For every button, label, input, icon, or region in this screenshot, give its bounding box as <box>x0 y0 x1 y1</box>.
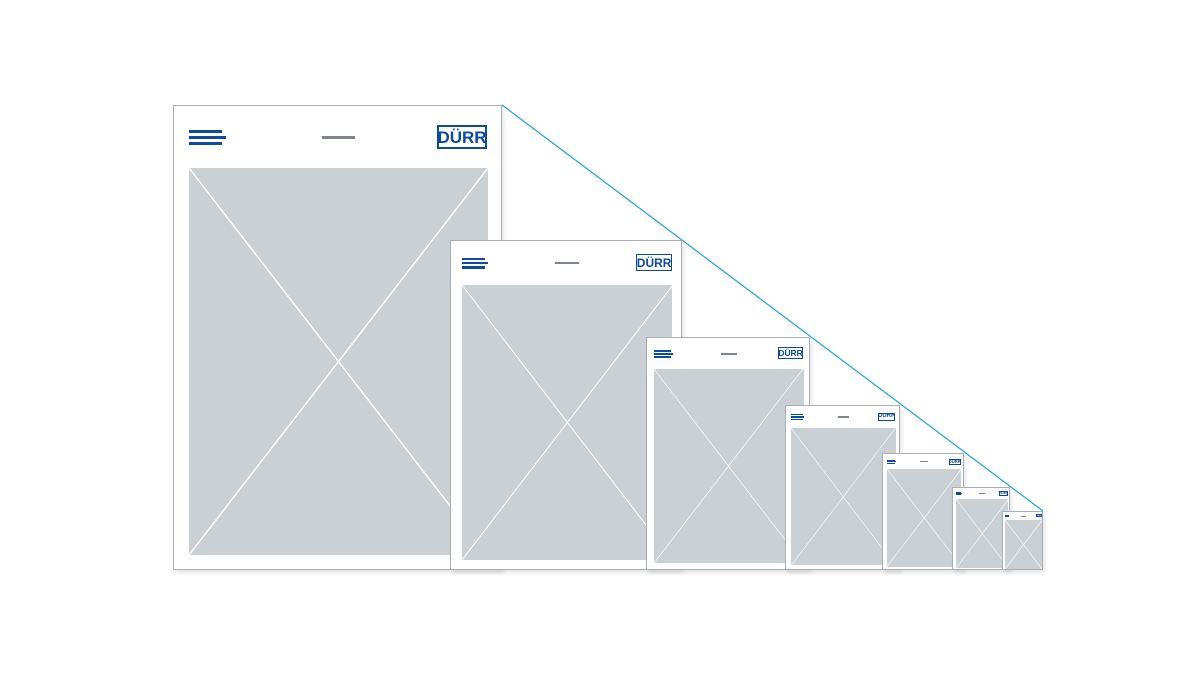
brand-logo[interactable]: DÜRR <box>437 125 487 149</box>
placeholder-cross-line <box>1004 519 1043 569</box>
menu-bar <box>654 352 673 355</box>
brand-logo[interactable]: DÜRR <box>1035 514 1042 518</box>
menu-bar <box>461 262 488 265</box>
placeholder-cross-line <box>189 168 488 555</box>
image-placeholder-icon <box>886 469 962 567</box>
hamburger-menu-icon[interactable] <box>654 349 673 358</box>
title-placeholder <box>555 262 579 265</box>
image-placeholder-icon <box>955 498 1009 569</box>
menu-bar <box>654 355 671 358</box>
menu-bar <box>1004 514 1009 516</box>
brand-logo[interactable]: DÜRR <box>948 458 961 465</box>
title-placeholder <box>919 461 929 463</box>
hamburger-menu-icon[interactable] <box>791 414 805 420</box>
frame-1: DÜRR <box>173 105 502 570</box>
menu-bar <box>955 494 962 496</box>
image-placeholder-icon <box>654 368 804 563</box>
menu-bar <box>189 130 222 134</box>
brand-logo[interactable]: DÜRR <box>636 254 672 272</box>
image-placeholder-icon <box>189 168 488 555</box>
menu-bar <box>189 136 226 140</box>
menu-bar <box>791 416 805 418</box>
hamburger-menu-icon[interactable] <box>461 257 488 269</box>
image-placeholder-icon <box>461 284 673 560</box>
menu-bar <box>461 257 485 261</box>
brand-logo[interactable]: DÜRR <box>999 491 1009 496</box>
title-placeholder <box>322 136 355 140</box>
brand-logo[interactable]: DÜRR <box>778 347 804 360</box>
title-placeholder <box>720 352 738 355</box>
hamburger-menu-icon[interactable] <box>886 459 896 464</box>
hamburger-menu-icon[interactable] <box>1004 514 1010 518</box>
menu-bar <box>886 462 895 464</box>
frame-7: DÜRR <box>1002 511 1043 570</box>
menu-bar <box>189 142 222 146</box>
title-placeholder <box>837 416 850 418</box>
hamburger-menu-icon[interactable] <box>189 130 226 146</box>
menu-bar <box>1004 515 1010 517</box>
menu-bar <box>791 414 803 416</box>
image-placeholder-icon <box>791 427 896 566</box>
menu-bar <box>1004 516 1009 518</box>
menu-bar <box>654 349 671 352</box>
menu-bar <box>461 266 485 269</box>
title-placeholder <box>979 493 985 495</box>
brand-logo[interactable]: DÜRR <box>877 412 896 422</box>
title-placeholder <box>1021 515 1026 517</box>
hamburger-menu-icon[interactable] <box>955 492 963 496</box>
image-placeholder-icon <box>1004 519 1043 569</box>
menu-bar <box>791 418 803 420</box>
